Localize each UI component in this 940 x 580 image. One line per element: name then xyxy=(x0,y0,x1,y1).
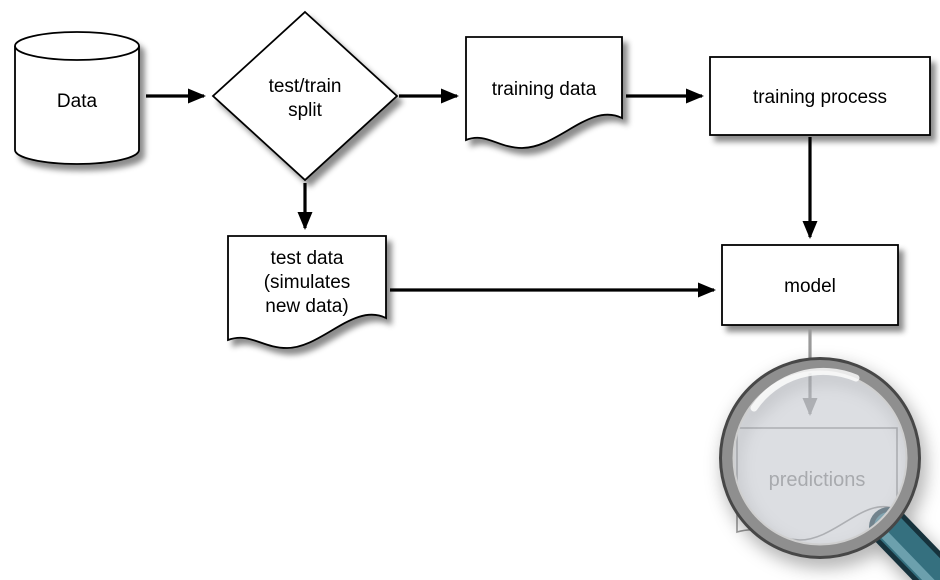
model-node: model xyxy=(721,244,899,326)
training-data-document-shape xyxy=(465,36,623,149)
test-data-label-line2: (simulates xyxy=(264,272,351,293)
training-data-label: training data xyxy=(492,79,597,100)
predictions-label: predictions xyxy=(769,469,866,491)
magnifier-rim xyxy=(721,359,919,557)
magnifier-rim-outer-edge xyxy=(719,357,921,559)
magnifier xyxy=(719,357,940,580)
magnifier-handle xyxy=(869,507,940,580)
test-data-label-line3: new data) xyxy=(265,296,348,317)
magnifier-glass xyxy=(733,371,907,545)
magnifier-highlight xyxy=(750,367,860,412)
model-label: model xyxy=(784,276,836,297)
split-label-line2: split xyxy=(288,100,323,121)
cylinder-body xyxy=(14,46,140,165)
training-process-box xyxy=(709,56,931,136)
training-process-node: training process xyxy=(709,56,931,136)
split-diamond-node: test/train split xyxy=(211,10,399,182)
data-node-label: Data xyxy=(57,91,98,112)
cylinder-top xyxy=(14,31,140,61)
test-data-document-node: test data (simulates new data) xyxy=(227,235,387,349)
data-cylinder-node: Data xyxy=(14,31,140,165)
split-label-line1: test/train xyxy=(269,76,342,97)
model-box xyxy=(721,244,899,326)
diamond-shape xyxy=(211,10,399,182)
test-data-document-shape xyxy=(227,235,387,349)
training-process-label: training process xyxy=(753,87,887,108)
training-data-document-node: training data xyxy=(465,36,623,149)
test-data-label-line1: test data xyxy=(271,248,344,269)
